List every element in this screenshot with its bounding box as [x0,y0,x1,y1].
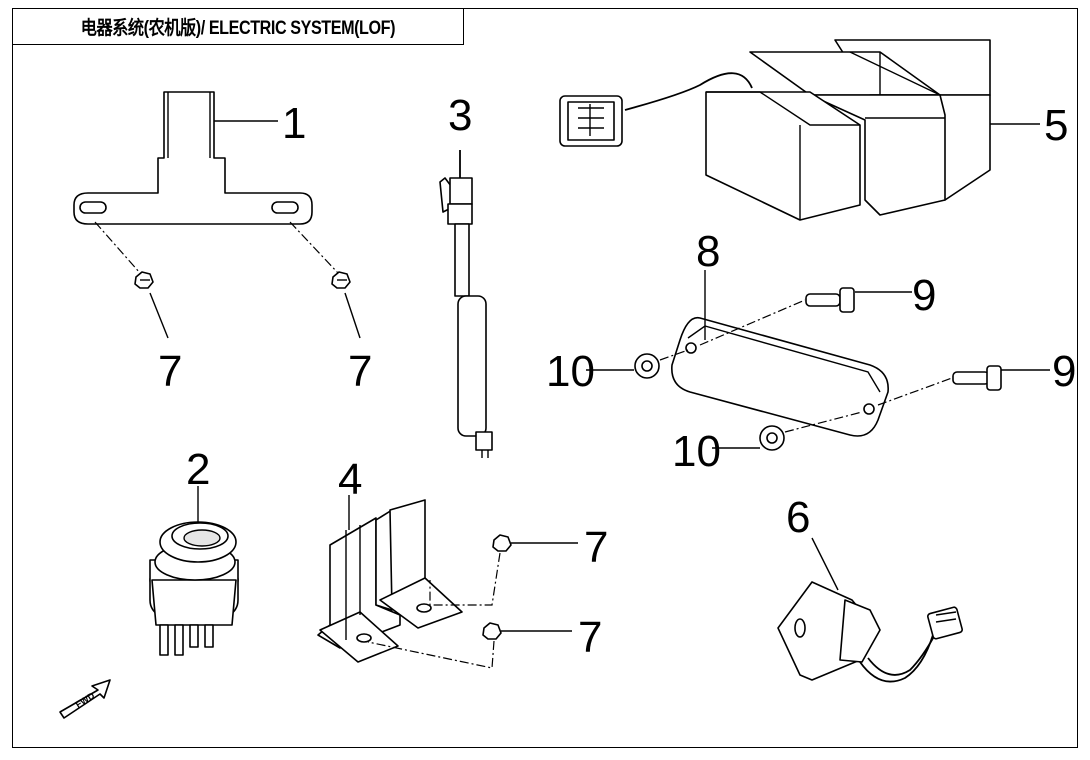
axis-line [699,299,806,346]
callout-6: 6 [786,493,810,542]
fwd-arrow-icon: FWD [59,679,111,719]
callout-9-upper: 9 [912,271,936,320]
axis-line [289,221,339,274]
leader-7 [344,292,361,339]
part-10-nut-upper[interactable] [634,353,660,379]
callout-5: 5 [1044,101,1068,150]
axis-line [784,411,863,433]
page-title: 电器系统(农机版)/ ELECTRIC SYSTEM(LOF) [80,17,395,39]
part-4-bracket[interactable] [317,499,463,663]
part-9-bolt-lower[interactable] [952,365,1002,391]
callout-2: 2 [186,445,210,494]
axis-line [877,377,953,406]
callout-7-left: 7 [158,347,182,396]
callout-10-lower: 10 [672,427,721,476]
callout-4: 4 [338,455,362,504]
callout-9-lower: 9 [1052,347,1076,396]
part-9-bolt-upper[interactable] [805,287,855,313]
axis-line [429,552,501,606]
callout-3: 3 [448,91,472,140]
diagram-frame [12,8,1078,748]
callout-7-upper: 7 [584,523,608,572]
part-2-switch[interactable] [149,521,239,656]
callout-8: 8 [696,227,720,276]
part-7-screw-right[interactable] [331,271,351,289]
part-5-battery[interactable] [559,39,991,221]
part-7-screw-upper[interactable] [492,534,512,552]
leader-7 [149,292,169,339]
part-1-bracket[interactable] [73,91,313,225]
part-6-light[interactable] [777,581,963,683]
callout-7-right: 7 [348,347,372,396]
part-7-screw-lower[interactable] [482,622,502,640]
axis-line [659,349,689,361]
leader-6 [811,537,839,591]
axis-line [94,221,141,274]
part-7-screw-left[interactable] [134,271,154,289]
callout-7-lower: 7 [578,613,602,662]
part-8-reflector[interactable] [671,316,889,437]
part-3-sensor[interactable] [439,150,493,458]
part-10-nut-lower[interactable] [759,425,785,451]
callout-10-upper: 10 [546,347,595,396]
callout-1: 1 [282,99,306,148]
title-box: 电器系统(农机版)/ ELECTRIC SYSTEM(LOF) [12,8,464,45]
